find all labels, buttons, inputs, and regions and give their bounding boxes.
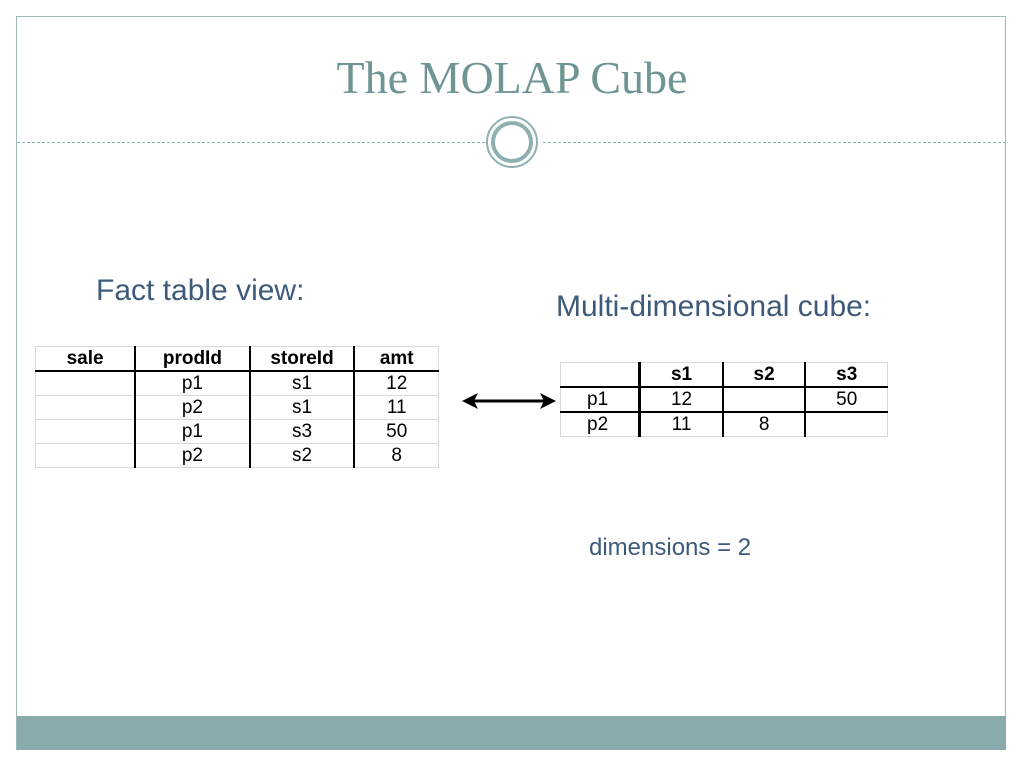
title-divider-left <box>17 142 485 143</box>
fact-cell <box>35 419 137 444</box>
table-row: p1 s1 12 <box>35 370 440 396</box>
cube-heading: Multi-dimensional cube: <box>556 290 872 323</box>
table-row: p1 12 50 <box>559 386 889 413</box>
fact-col-header: storeId <box>249 346 356 372</box>
fact-cell: 50 <box>353 419 440 444</box>
fact-cell: s1 <box>249 370 356 396</box>
cube-col-header: s2 <box>722 362 807 388</box>
circle-ornament-icon <box>486 116 538 168</box>
cube-table: s1 s2 s3 p1 12 50 p2 11 8 <box>559 362 889 437</box>
dimensions-note: dimensions = 2 <box>589 534 752 561</box>
fact-cell <box>35 443 137 468</box>
fact-cell <box>35 395 137 420</box>
footer-band <box>17 716 1006 750</box>
fact-col-header: amt <box>353 346 440 372</box>
cube-cell <box>804 411 889 437</box>
slide-title: The MOLAP Cube <box>336 52 688 103</box>
fact-cell: p2 <box>134 395 251 420</box>
title-divider-right <box>543 142 1006 143</box>
fact-cell: 11 <box>353 395 440 420</box>
cube-col-header: s1 <box>639 362 724 388</box>
fact-cell: s1 <box>249 395 356 420</box>
fact-cell: p2 <box>134 443 251 468</box>
table-row: p2 s2 8 <box>35 443 440 468</box>
fact-table: sale prodId storeId amt p1 s1 12 p2 s1 1… <box>35 346 440 468</box>
cube-row-label: p1 <box>559 386 642 413</box>
cube-cell: 12 <box>639 386 724 413</box>
fact-cell: 12 <box>353 370 440 396</box>
fact-col-header: prodId <box>134 346 251 372</box>
cube-col-header: s3 <box>804 362 889 388</box>
cube-cell: 11 <box>639 411 724 437</box>
fact-cell: s3 <box>249 419 356 444</box>
fact-table-heading: Fact table view: <box>96 274 305 307</box>
fact-table-header-row: sale prodId storeId amt <box>35 346 440 372</box>
table-row: p2 s1 11 <box>35 395 440 420</box>
fact-cell: 8 <box>353 443 440 468</box>
cube-corner-cell <box>559 362 642 388</box>
double-arrow-icon <box>462 393 556 409</box>
table-row: p2 11 8 <box>559 411 889 437</box>
fact-cell: s2 <box>249 443 356 468</box>
cube-cell: 8 <box>722 411 807 437</box>
table-row: p1 s3 50 <box>35 419 440 444</box>
cube-header-row: s1 s2 s3 <box>559 362 889 388</box>
cube-cell: 50 <box>804 386 889 413</box>
cube-cell <box>722 386 807 413</box>
fact-cell <box>35 370 137 396</box>
fact-cell: p1 <box>134 419 251 444</box>
fact-cell: p1 <box>134 370 251 396</box>
fact-col-header: sale <box>35 346 137 372</box>
cube-row-label: p2 <box>559 411 642 437</box>
